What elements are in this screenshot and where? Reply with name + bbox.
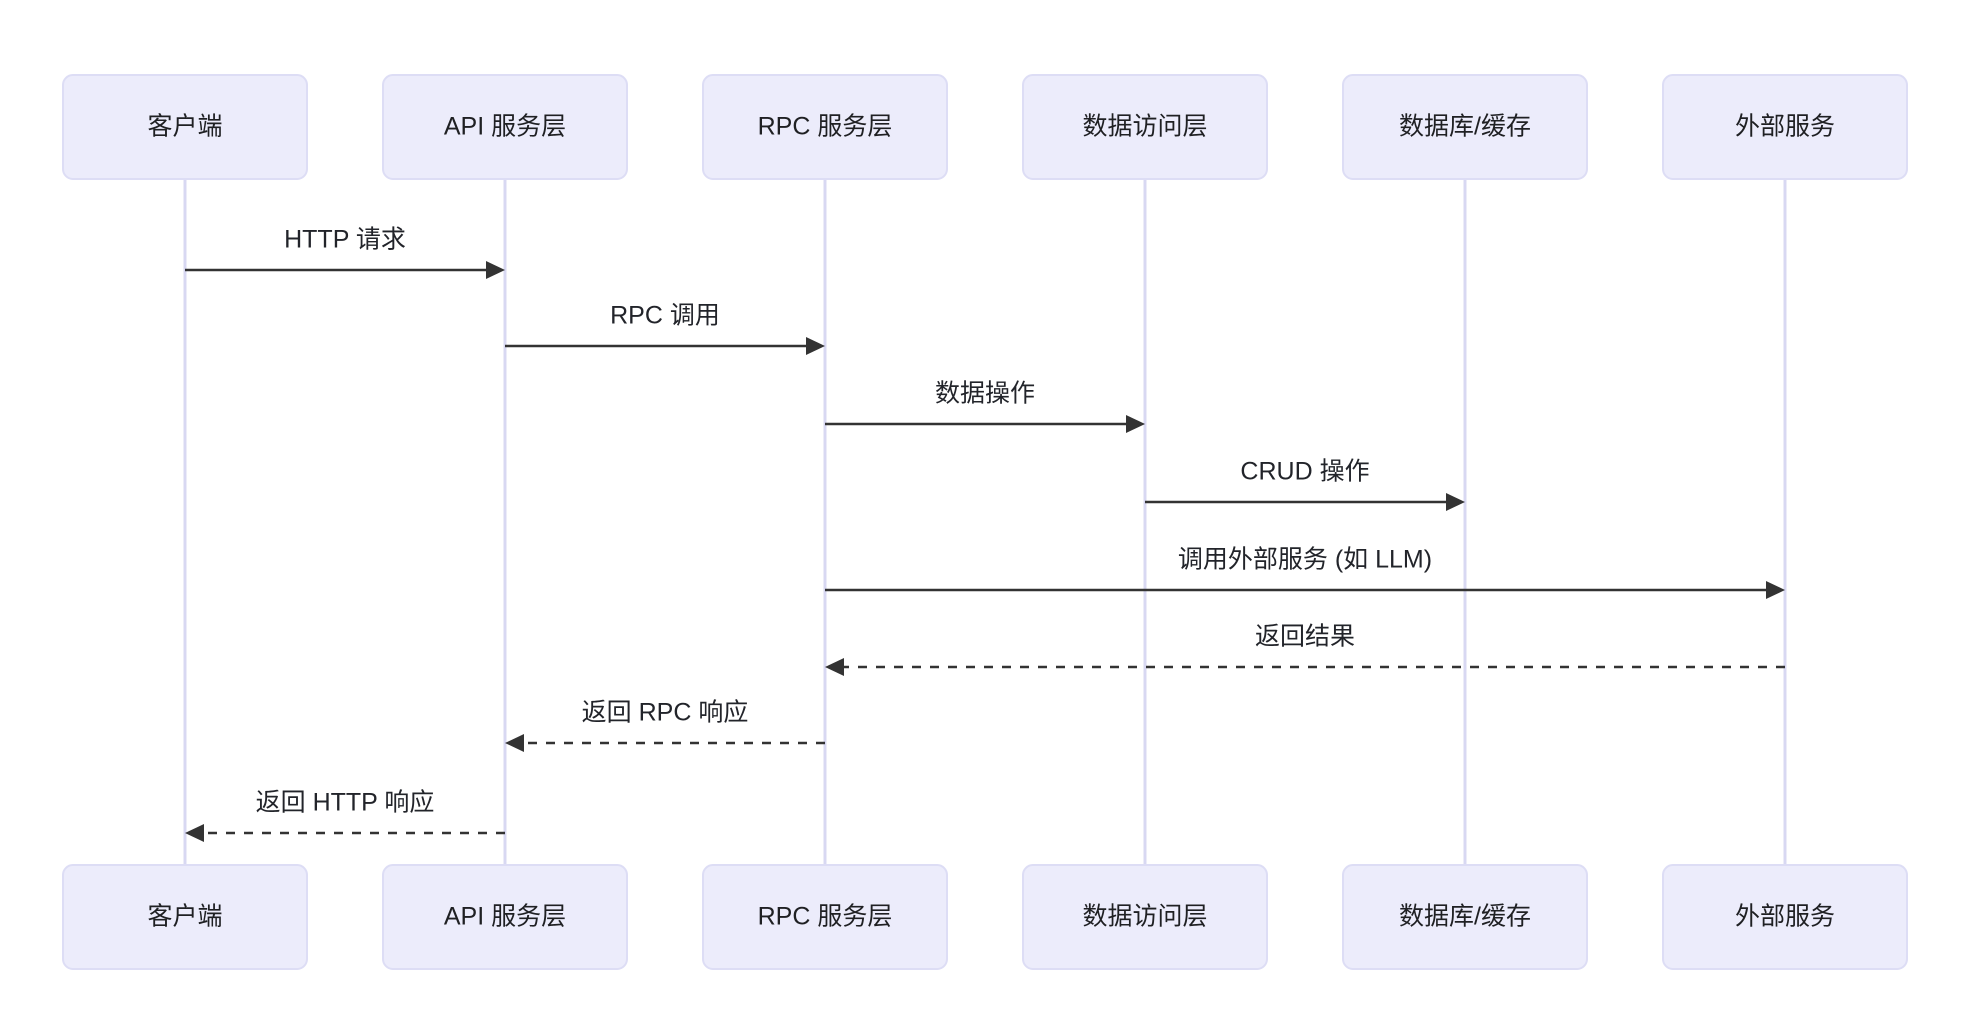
participant-api-top[interactable]: API 服务层 (382, 74, 628, 180)
participant-label-external: 外部服务 (1735, 903, 1835, 931)
message-arrowhead-3 (1126, 415, 1145, 433)
participant-box-api[interactable] (382, 74, 628, 180)
lifelines-layer (183, 179, 1787, 866)
message-3-rpc-to-dal[interactable]: 数据操作 (825, 380, 1145, 433)
participant-db-bottom[interactable]: 数据库/缓存 (1342, 864, 1588, 970)
message-label-7: 返回 RPC 响应 (582, 699, 749, 727)
participant-label-rpc: RPC 服务层 (758, 113, 893, 141)
message-arrowhead-4 (1446, 493, 1465, 511)
participant-box-api[interactable] (382, 864, 628, 970)
message-label-6: 返回结果 (1255, 623, 1355, 651)
message-7-rpc-to-api[interactable]: 返回 RPC 响应 (505, 699, 825, 752)
participant-label-client: 客户端 (147, 113, 222, 141)
message-5-rpc-to-external[interactable]: 调用外部服务 (如 LLM) (825, 546, 1785, 599)
participant-label-dal: 数据访问层 (1082, 113, 1207, 141)
participant-box-external[interactable] (1662, 74, 1908, 180)
participant-external-bottom[interactable]: 外部服务 (1662, 864, 1908, 970)
message-arrowhead-5 (1766, 581, 1785, 599)
message-label-4: CRUD 操作 (1240, 458, 1369, 486)
message-label-3: 数据操作 (935, 380, 1035, 408)
message-arrowhead-7 (505, 734, 524, 752)
message-label-2: RPC 调用 (610, 302, 720, 330)
participant-box-client[interactable] (62, 74, 308, 180)
participant-label-external: 外部服务 (1735, 113, 1835, 141)
participant-client-bottom[interactable]: 客户端 (62, 864, 308, 970)
message-6-external-to-rpc[interactable]: 返回结果 (825, 623, 1785, 676)
message-label-1: HTTP 请求 (284, 226, 406, 254)
participant-box-rpc[interactable] (702, 74, 948, 180)
message-label-8: 返回 HTTP 响应 (256, 789, 435, 817)
participant-boxes-bottom: 客户端 API 服务层 RPC 服务层 数据访问层 数据库/缓存 外部服务 (62, 864, 1908, 970)
participant-rpc-top[interactable]: RPC 服务层 (702, 74, 948, 180)
participant-box-client[interactable] (62, 864, 308, 970)
participant-box-rpc[interactable] (702, 864, 948, 970)
participant-dal-top[interactable]: 数据访问层 (1022, 74, 1268, 180)
participant-box-db[interactable] (1342, 864, 1588, 970)
participant-box-external[interactable] (1662, 864, 1908, 970)
participant-db-top[interactable]: 数据库/缓存 (1342, 74, 1588, 180)
participant-box-dal[interactable] (1022, 864, 1268, 970)
participant-boxes-top: 客户端 API 服务层 RPC 服务层 数据访问层 数据库/缓存 外部服务 (62, 74, 1908, 180)
participant-dal-bottom[interactable]: 数据访问层 (1022, 864, 1268, 970)
participant-label-db: 数据库/缓存 (1399, 903, 1531, 931)
participant-box-dal[interactable] (1022, 74, 1268, 180)
participant-label-api: API 服务层 (444, 113, 566, 141)
participant-label-dal: 数据访问层 (1082, 903, 1207, 931)
message-arrowhead-1 (486, 261, 505, 279)
participant-label-api: API 服务层 (444, 903, 566, 931)
participant-label-rpc: RPC 服务层 (758, 903, 893, 931)
participant-rpc-bottom[interactable]: RPC 服务层 (702, 864, 948, 970)
message-2-api-to-rpc[interactable]: RPC 调用 (505, 302, 825, 355)
message-1-client-to-api[interactable]: HTTP 请求 (185, 226, 505, 279)
participant-box-db[interactable] (1342, 74, 1588, 180)
message-8-api-to-client[interactable]: 返回 HTTP 响应 (185, 789, 505, 842)
participant-label-db: 数据库/缓存 (1399, 113, 1531, 141)
participant-api-bottom[interactable]: API 服务层 (382, 864, 628, 970)
message-arrowhead-2 (806, 337, 825, 355)
participant-client-top[interactable]: 客户端 (62, 74, 308, 180)
message-4-dal-to-db[interactable]: CRUD 操作 (1145, 458, 1465, 511)
participant-external-top[interactable]: 外部服务 (1662, 74, 1908, 180)
message-arrowhead-6 (825, 658, 844, 676)
message-label-5: 调用外部服务 (如 LLM) (1178, 546, 1432, 574)
message-arrowhead-8 (185, 824, 204, 842)
participant-label-client: 客户端 (147, 903, 222, 931)
